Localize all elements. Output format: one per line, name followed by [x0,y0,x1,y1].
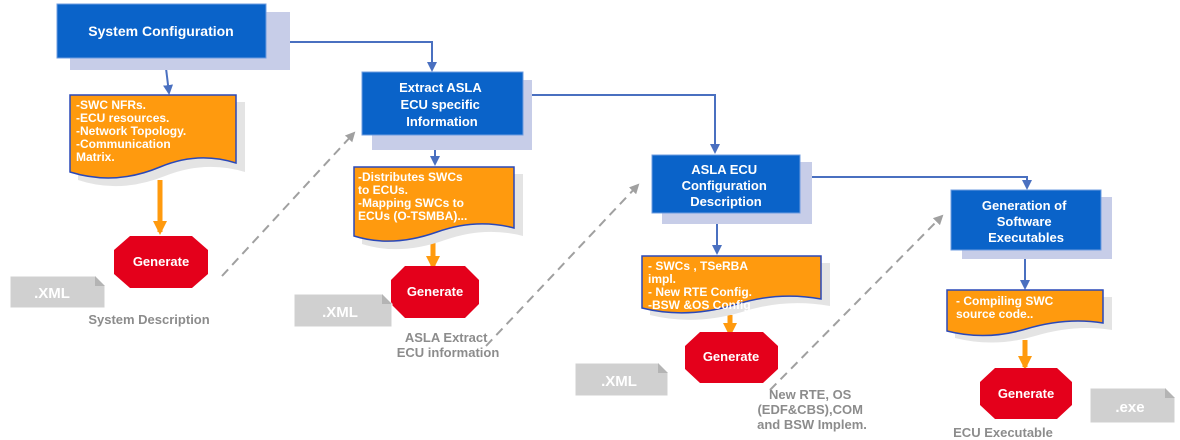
step-4: Generation of Software Executables [950,189,1112,259]
document-4: - Compiling SWC source code.. [946,289,1112,343]
step-3-title: ASLA ECU Configuration Description [682,162,771,209]
generate-1: Generate [114,236,208,288]
document-3-shape [641,255,822,314]
file-2-shape [293,293,393,328]
generate-4-label: Generate [998,386,1054,401]
caption-1: System Description [88,312,209,327]
file-4-label: .exe [1115,399,1144,416]
caption-3: New RTE, OS (EDF&CBS),COM and BSW Implem… [757,387,867,432]
step-3-box [651,154,801,214]
connector-2-3 [523,94,720,154]
generate-3: Generate [685,332,778,383]
doc-generate-arrows [153,180,1032,370]
document-2-shape [353,166,515,242]
file-1-shape [9,275,106,309]
dashed-arrow-3 [769,214,944,391]
dashed-arrow-2 [485,183,640,347]
file-2-label: .XML [322,304,358,321]
file-1-fold [95,276,105,286]
file-3-shape [574,362,669,397]
generate-3-label: Generate [703,349,759,364]
caption-4: ECU Executable [953,425,1053,440]
file-4-fold [1165,388,1175,398]
file-4: .exe [1089,387,1176,424]
step-2-title: Extract ASLA ECU specific Information [399,80,485,129]
file-3-fold [658,363,668,373]
connector-3-4 [800,176,1032,190]
document-1-shape [69,94,237,179]
file-4-shape [1089,387,1176,424]
generate-2-label: Generate [407,284,463,299]
document-2: -Distributes SWCs to ECUs. -Mapping SWCs… [353,166,523,250]
document-4-shape [946,289,1104,337]
document-1: -SWC NFRs. -ECU resources. -Network Topo… [69,94,245,187]
document-2-text: -Distributes SWCs to ECUs. -Mapping SWCs… [358,170,467,223]
file-1-label: .XML [34,285,70,302]
step-4-box [950,189,1102,251]
step-1: System Configuration [56,3,290,70]
document-4-text: - Compiling SWC source code.. [956,294,1057,321]
generate-4-octagon [980,368,1072,419]
generate-1-label: Generate [133,254,189,269]
generate-4: Generate [980,368,1072,419]
step-3: ASLA ECU Configuration Description [651,154,812,224]
file-3: .XML [574,362,669,397]
file-3-label: .XML [601,373,637,390]
file-2: .XML [293,293,393,328]
document-3-text: - SWCs , TSeRBA impl. - New RTE Config. … [648,259,755,312]
file-2-fold [382,294,392,304]
step-connectors [266,41,1032,190]
generate-1-octagon [114,236,208,288]
document-3: - SWCs , TSeRBA impl. - New RTE Config. … [641,255,830,320]
step-4-title: Generation of Software Executables [982,198,1070,245]
file-1: .XML [9,275,106,309]
dashed-arrows [221,131,944,391]
connector-1-2 [266,41,437,72]
generate-2: Generate [391,266,479,318]
dashed-arrow-1 [221,131,356,277]
caption-2: ASLA Extract ECU information [397,330,500,360]
step-1-box [56,3,267,59]
document-1-text: -SWC NFRs. -ECU resources. -Network Topo… [76,98,190,164]
step-2-box [361,71,524,136]
generate-2-octagon [391,266,479,318]
step-1-title: System Configuration [88,23,233,39]
generate-3-octagon [685,332,778,383]
step-2: Extract ASLA ECU specific Information [361,71,532,150]
